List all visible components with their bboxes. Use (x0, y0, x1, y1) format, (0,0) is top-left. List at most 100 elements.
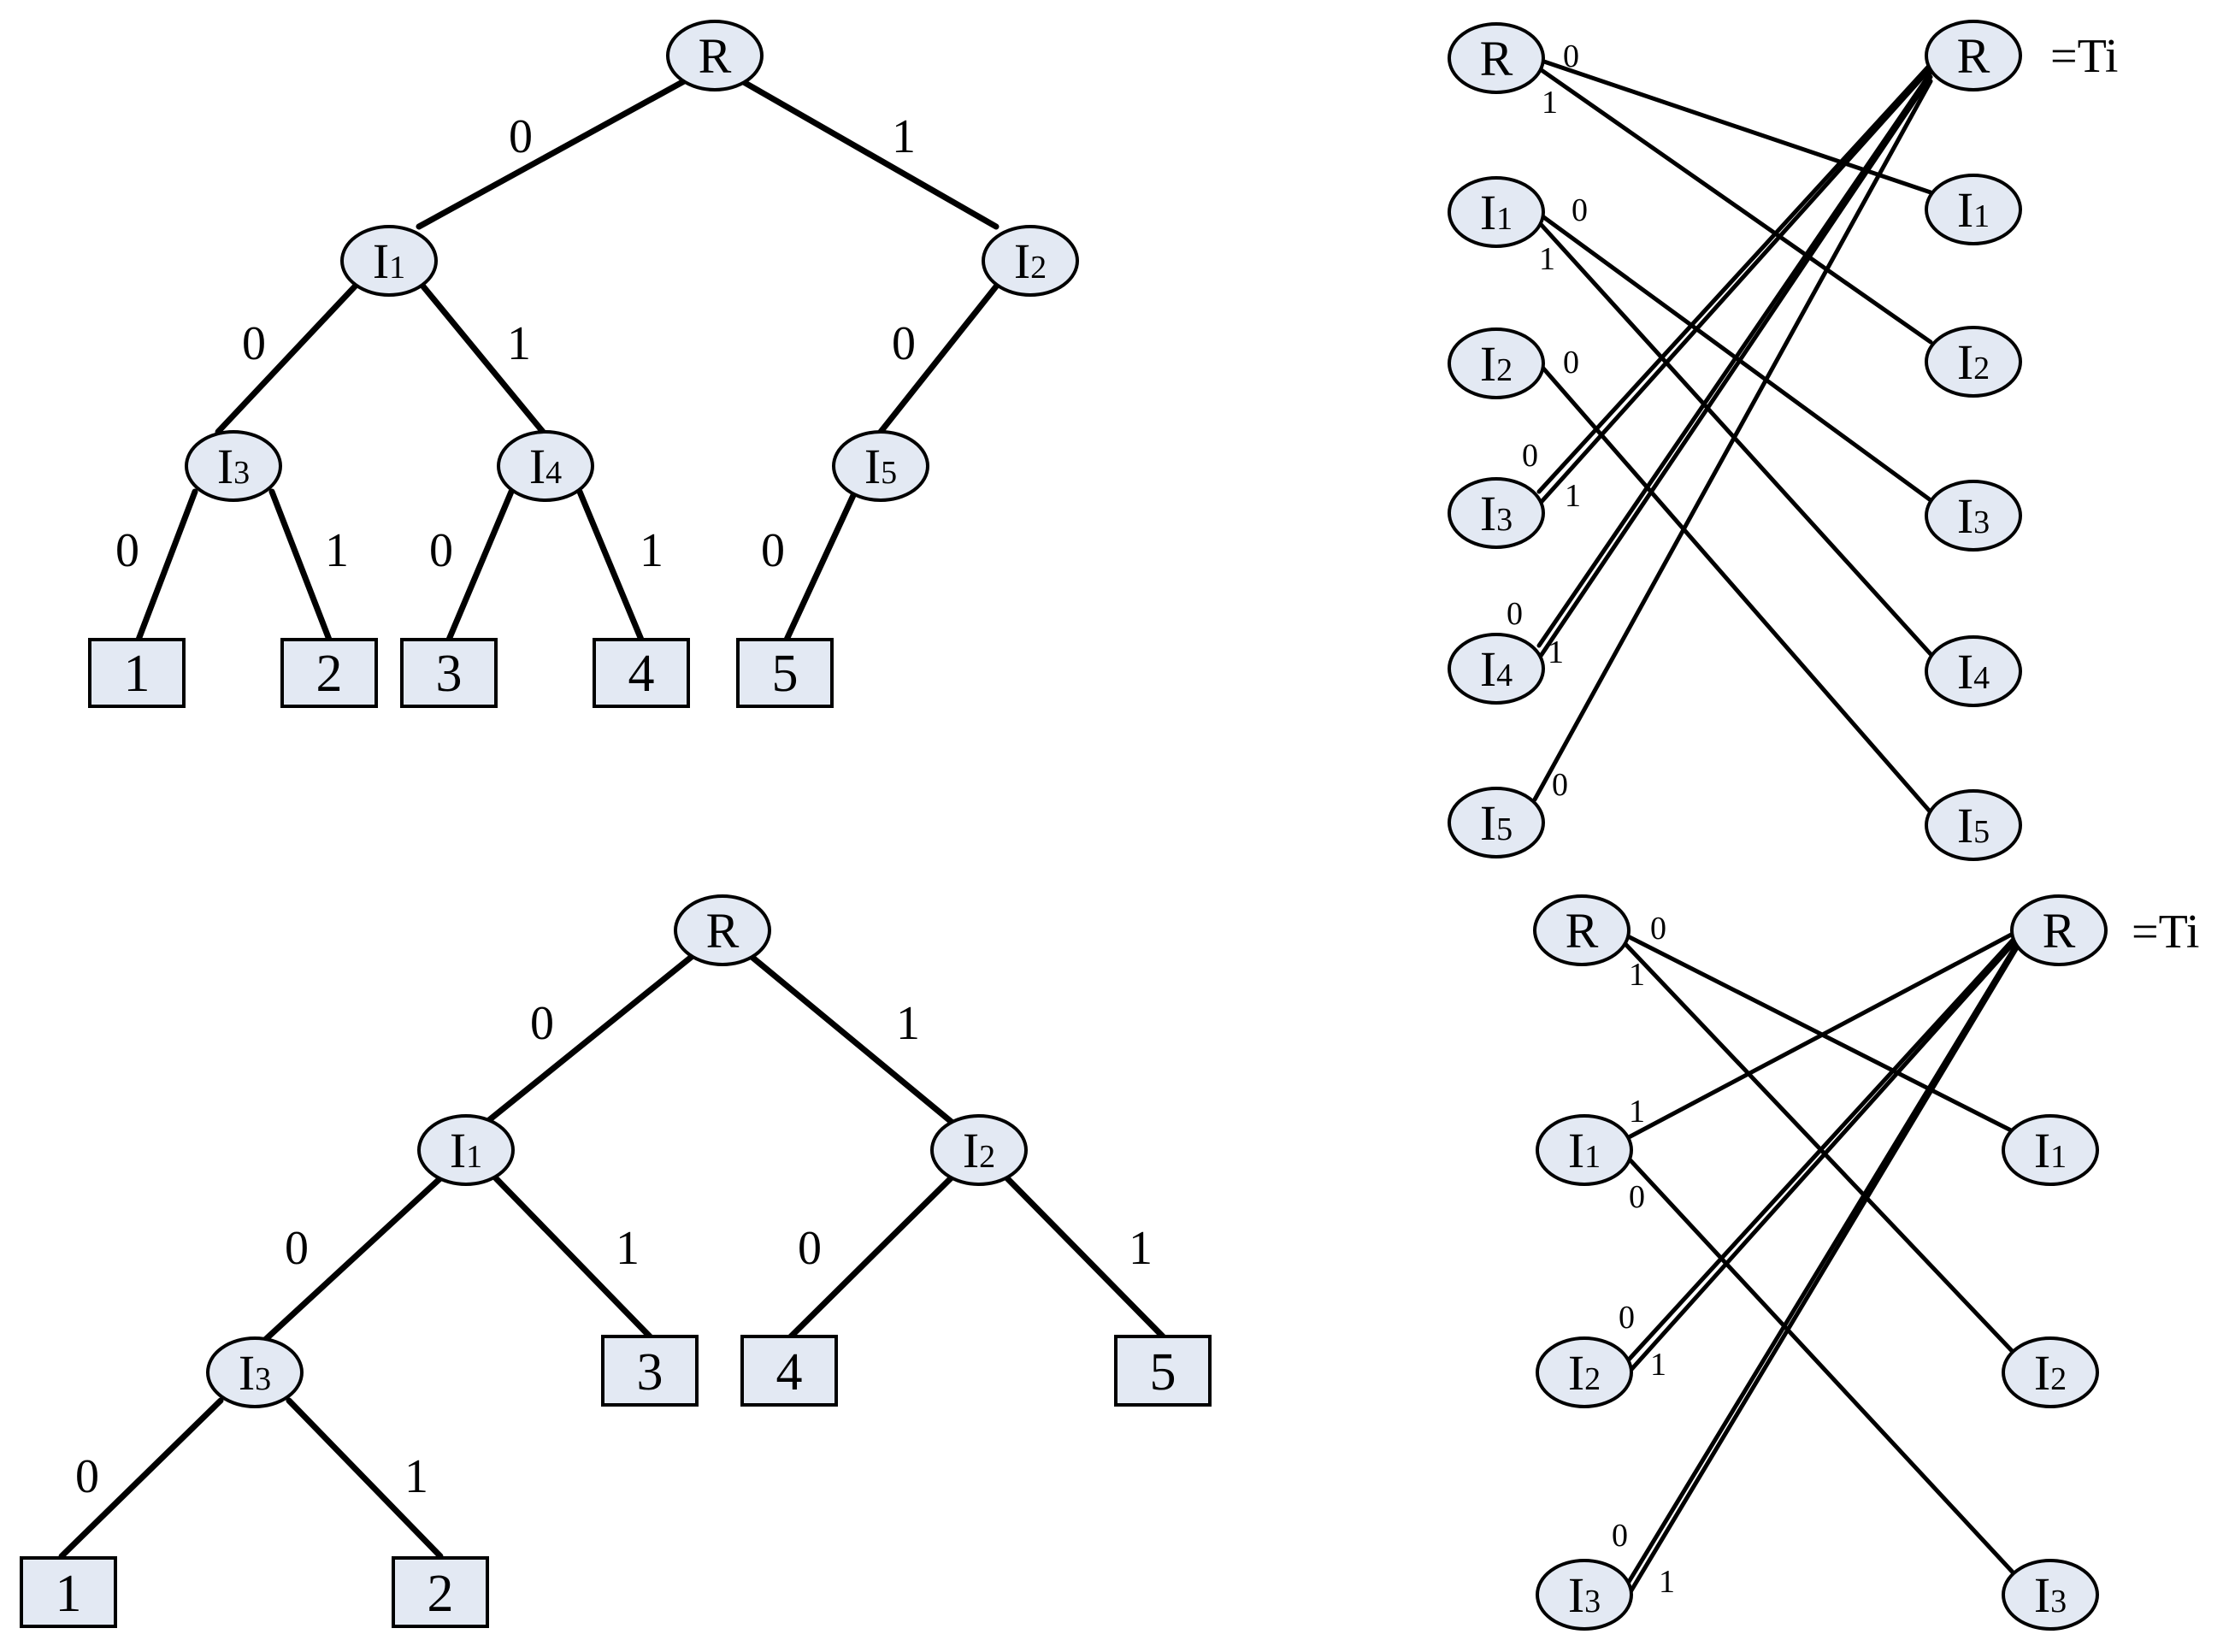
port-label-r-0: 0 (1650, 911, 1666, 947)
edge-i5-leaf5 (783, 488, 858, 643)
edge-i4-leaf4 (576, 488, 645, 643)
svg-text:I2: I2 (1568, 1345, 1601, 1401)
edge-li4-rr-1 (1536, 74, 1933, 661)
port-label-i2-0: 0 (1563, 345, 1579, 381)
edge-label-i4-leaf3: 0 (429, 524, 453, 577)
node-r: R (674, 894, 771, 966)
port-label-i1-0: 0 (1572, 192, 1588, 228)
right-node-i1: I1 (2002, 1114, 2099, 1186)
edge-label-i2-leaf5: 1 (1129, 1222, 1153, 1275)
left-node-i5: I5 (1448, 787, 1545, 858)
edge-i1-leaf3 (492, 1175, 653, 1340)
edge-lr-ri2 (1536, 66, 1933, 345)
svg-text:1: 1 (56, 1565, 82, 1623)
svg-text:I3: I3 (1957, 488, 1990, 544)
edge-i3-leaf2 (268, 488, 333, 643)
edge-i1-i3 (251, 1175, 444, 1353)
leaf-5: 5 (736, 638, 834, 708)
svg-text:I3: I3 (1568, 1567, 1601, 1623)
edge-label-i1-i3: 0 (242, 317, 266, 370)
svg-text:I1: I1 (1480, 185, 1513, 240)
node-label: I4 (529, 439, 562, 494)
edge-i1-i3 (215, 283, 358, 435)
port-label-i3-1: 1 (1565, 478, 1581, 514)
port-label-i3-0: 0 (1522, 438, 1538, 474)
right-root-ti-label: =Ti (2132, 906, 2199, 959)
edge-label-i1-i3: 0 (285, 1222, 309, 1275)
node-i2: I2 (930, 1114, 1028, 1186)
left-node-i1: I1 (1448, 176, 1545, 248)
edge-li3-rr-0 (1536, 62, 1933, 494)
edge-li1-rr (1626, 929, 2019, 1140)
leaf-5: 5 (1114, 1335, 1212, 1407)
node-i1: I1 (340, 225, 438, 297)
edge-li2-ri5 (1536, 361, 1933, 815)
edge-r-i2 (747, 953, 961, 1130)
leaf-1: 1 (20, 1556, 117, 1628)
port-label-i3-0: 0 (1612, 1518, 1628, 1554)
edge-label-i1-i4: 1 (507, 317, 531, 370)
edge-li3-rr-0 (1626, 942, 2019, 1584)
svg-text:I2: I2 (2034, 1345, 2067, 1401)
svg-text:4: 4 (628, 645, 655, 703)
edge-label-i3-leaf1: 0 (75, 1450, 99, 1503)
svg-text:R: R (1957, 28, 1990, 84)
node-r: R (666, 20, 764, 91)
node-label: I3 (217, 439, 250, 494)
leaf-3: 3 (601, 1335, 699, 1407)
right-node-i3: I3 (1925, 480, 2022, 552)
edge-li4-rr-0 (1536, 70, 1933, 648)
svg-text:2: 2 (316, 645, 343, 703)
edge-i1-i4 (420, 283, 546, 435)
right-node-i1: I1 (1925, 174, 2022, 245)
svg-text:I2: I2 (1480, 336, 1513, 392)
port-label-i2-1: 1 (1650, 1347, 1666, 1383)
edge-li1-ri3 (1626, 1156, 2019, 1578)
edge-li5-rr-0 (1532, 79, 1933, 802)
svg-text:I5: I5 (1957, 798, 1990, 853)
svg-text:I5: I5 (1480, 795, 1513, 851)
edge-label-i2-leaf4: 0 (798, 1222, 822, 1275)
svg-text:I4: I4 (1957, 644, 1990, 699)
edge-i3-leaf1 (135, 488, 198, 643)
edge-label-r-i2: 1 (892, 110, 916, 163)
right-node-i2: I2 (1925, 326, 2022, 398)
left-node-r: R (1533, 894, 1631, 966)
svg-text:R: R (1566, 903, 1599, 959)
edge-i2-leaf4 (787, 1175, 954, 1340)
svg-text:I1: I1 (1568, 1123, 1601, 1178)
edge-label-r-i2: 1 (896, 997, 920, 1050)
node-i3: I3 (206, 1336, 304, 1408)
right-node-i5: I5 (1925, 789, 2022, 861)
bipartite-bottom-right: 0 1 1 0 0 1 0 1 R I1 I2 I3 R =Ti (1533, 894, 2199, 1631)
node-label: R (699, 28, 732, 84)
port-label-i5-0: 0 (1552, 767, 1568, 803)
edge-li2-rr-0 (1626, 934, 2019, 1362)
svg-text:5: 5 (772, 645, 799, 703)
tree-bottom-left: 0 1 0 1 0 1 0 1 R I1 I2 I3 1 2 (20, 894, 1212, 1628)
node-label: I5 (864, 439, 897, 494)
leaf-4: 4 (593, 638, 690, 708)
node-i4: I4 (497, 430, 594, 502)
node-label: I2 (1014, 233, 1047, 289)
edge-label-i5-leaf5: 0 (761, 524, 785, 577)
port-label-r-0: 0 (1563, 38, 1579, 74)
node-i3: I3 (185, 430, 282, 502)
edge-i3-leaf1 (58, 1397, 224, 1560)
edge-r-i1 (416, 78, 687, 230)
edge-li3-rr-1 (1536, 66, 1933, 507)
svg-text:I3: I3 (2034, 1567, 2067, 1623)
edge-r-i2 (739, 78, 1000, 230)
right-node-i3: I3 (2002, 1559, 2099, 1631)
edge-label-r-i1: 0 (509, 110, 533, 163)
node-label: I1 (450, 1123, 482, 1178)
edge-i4-leaf3 (445, 488, 515, 643)
right-node-r: R (2010, 894, 2108, 966)
edge-i3-leaf2 (286, 1397, 444, 1560)
svg-text:4: 4 (776, 1343, 803, 1401)
leaf-1: 1 (88, 638, 186, 708)
leaf-3: 3 (400, 638, 498, 708)
edge-label-i4-leaf4: 1 (640, 524, 663, 577)
right-node-i4: I4 (1925, 635, 2022, 707)
